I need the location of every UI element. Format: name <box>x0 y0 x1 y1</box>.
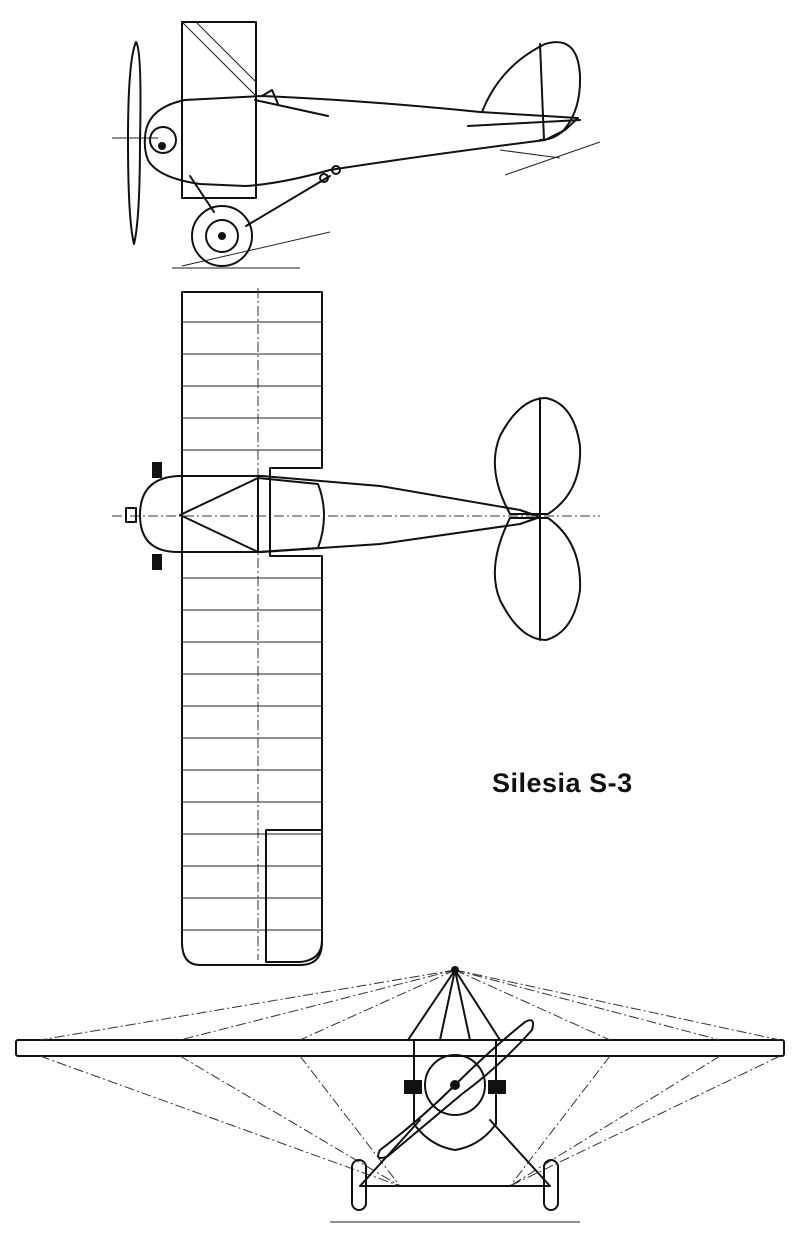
bracing-wire <box>299 969 456 1041</box>
pylon-apex <box>451 966 459 974</box>
drawing-title: Silesia S-3 <box>492 768 633 798</box>
gear-strut-rear <box>245 175 331 227</box>
cylinder-lower <box>152 554 162 570</box>
gear-strut-front <box>189 175 215 213</box>
bracing-wire <box>454 969 781 1041</box>
front-spinner <box>450 1080 460 1090</box>
front-gear-struts <box>359 1119 551 1187</box>
tailskid <box>499 149 561 159</box>
wing-ribs <box>182 321 322 931</box>
side-ground-slope <box>181 231 331 267</box>
wing-planform <box>181 291 323 966</box>
landing-wire <box>509 1055 781 1187</box>
landing-wire <box>509 1055 611 1187</box>
side-propeller <box>127 41 142 245</box>
wheel-axle <box>218 232 226 240</box>
landing-wire <box>179 1055 401 1187</box>
front-wing <box>15 1039 785 1057</box>
bracing-wire <box>454 969 721 1041</box>
top-view <box>112 288 600 966</box>
wheel-hub-ring <box>205 219 239 253</box>
side-view <box>112 21 601 269</box>
landing-wire <box>509 1055 721 1187</box>
engine-hub <box>158 142 166 150</box>
bracing-wire <box>179 969 456 1041</box>
cabane-pylon <box>407 969 501 1041</box>
cylinder-upper <box>152 462 162 478</box>
front-view <box>15 966 785 1223</box>
front-wheel-left <box>351 1159 367 1211</box>
tail-ground-line <box>504 141 601 176</box>
fuselage-top <box>139 475 541 553</box>
engine-cowl-circle <box>149 126 177 154</box>
tailplane-lower-half <box>493 517 582 641</box>
bracing-wire <box>39 969 456 1041</box>
front-wheel-right <box>543 1159 559 1211</box>
top-longeron <box>254 99 329 117</box>
front-cylinder-left <box>404 1080 422 1094</box>
landing-wire <box>299 1055 401 1187</box>
fuselage-side <box>143 95 579 187</box>
side-wing-panel <box>181 21 257 199</box>
strut-fitting-2 <box>331 165 341 175</box>
wing-brace-2 <box>195 21 257 83</box>
rudder-side <box>481 41 582 141</box>
strut-fitting-1 <box>319 173 329 183</box>
windscreen <box>261 89 279 105</box>
prop-hub-top <box>125 507 137 523</box>
fuselage-front <box>413 1039 497 1151</box>
cowl-front <box>424 1054 486 1116</box>
tailplane-upper-half <box>493 397 582 515</box>
bracing-wires <box>39 969 781 1187</box>
side-wheel <box>191 205 253 267</box>
landing-wire <box>39 1055 401 1187</box>
front-cylinder-right <box>488 1080 506 1094</box>
cockpit-opening <box>257 477 325 553</box>
cabane-struts <box>179 477 259 553</box>
rudder-hinge <box>539 43 545 141</box>
bracing-wire <box>454 969 611 1041</box>
wing-brace-1 <box>181 21 257 97</box>
aileron <box>265 829 323 963</box>
tailplane-side <box>467 119 581 127</box>
